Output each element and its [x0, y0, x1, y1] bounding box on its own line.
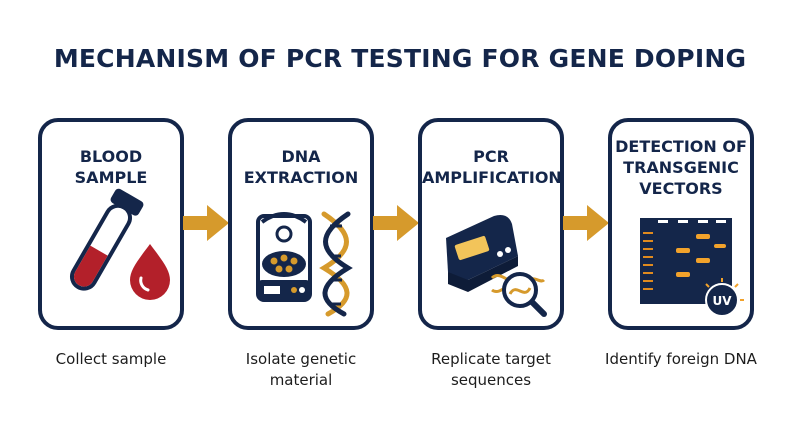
arrow-icon	[373, 205, 419, 241]
diagram-title: MECHANISM OF PCR TESTING FOR GENE DOPING	[53, 44, 747, 73]
step-caption: Replicate target sequences	[431, 350, 551, 389]
step-caption: Collect sample	[55, 350, 167, 368]
step-card-dna-extraction: DNA EXTRACTION	[228, 118, 374, 330]
step-title: BLOOD SAMPLE	[74, 147, 148, 187]
uv-label: UV	[712, 294, 732, 308]
step-card-detection: DETECTION OF TRANSGENIC VECTORS UV	[608, 118, 754, 330]
thermocycler-magnifier-icon	[446, 215, 547, 317]
step-caption: Isolate genetic material	[245, 350, 357, 389]
arrow-icon	[563, 205, 609, 241]
step-card-pcr-amplification: PCR AMPLIFICATION	[418, 118, 564, 330]
centrifuge-dna-icon	[256, 211, 353, 317]
step-title: DNA EXTRACTION	[243, 147, 359, 187]
arrow-icon	[183, 205, 229, 241]
step-caption: Identify foreign DNA	[605, 350, 757, 368]
step-title: DETECTION OF TRANSGENIC VECTORS	[615, 137, 747, 198]
blood-tube-icon	[70, 188, 170, 300]
gel-electrophoresis-icon: UV	[640, 218, 744, 317]
step-title: PCR AMPLIFICATION	[422, 147, 562, 187]
step-card-blood-sample: BLOOD SAMPLE	[38, 118, 184, 330]
